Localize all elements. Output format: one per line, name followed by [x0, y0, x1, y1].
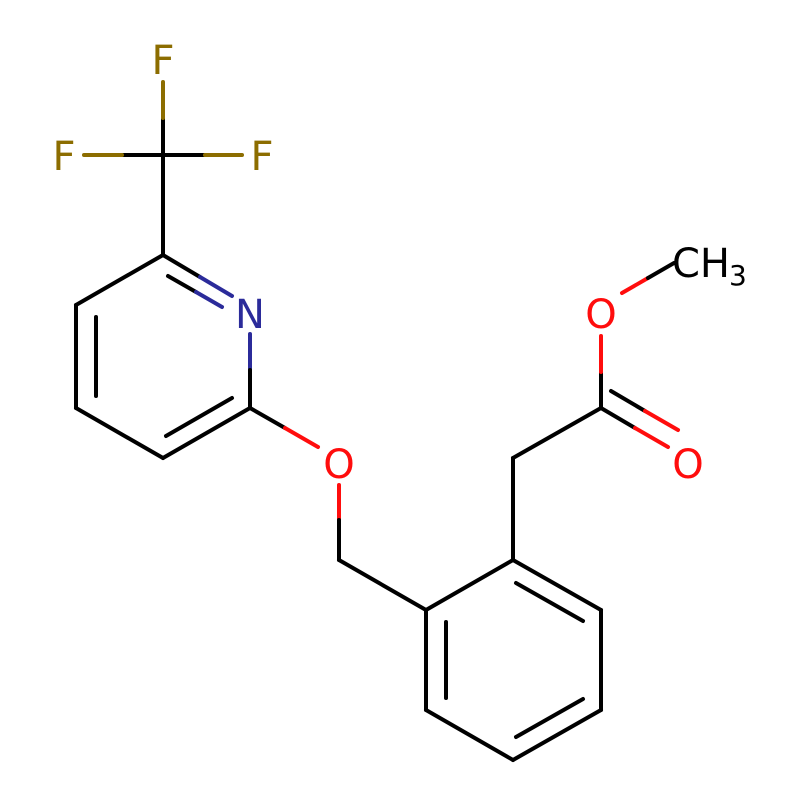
benzene-ring [424, 558, 603, 762]
atom-methyl-subscript: 3 [729, 259, 747, 292]
bond-c2-n-inner-b [194, 290, 224, 309]
atom-o-ester: O [585, 292, 616, 338]
ester-chain [511, 261, 680, 562]
bond-c2-n-b [198, 275, 234, 298]
bond-c-o-carbonyl-a [599, 406, 637, 430]
atom-f-top: F [151, 38, 174, 84]
atom-methyl-ch: CH [672, 241, 730, 287]
bond-c2-n-inner-a [166, 274, 198, 294]
pyridine-ring [74, 253, 252, 460]
atom-f-right: F [250, 134, 273, 180]
bond-b4-b5 [511, 708, 603, 762]
atom-o-ether: O [323, 442, 354, 488]
bond-ch2-benzene [337, 558, 428, 612]
bond-c-o-carbonyl-2a [609, 389, 647, 413]
bond-c3-c2 [74, 253, 165, 307]
bond-b4-b5-inner [514, 697, 585, 739]
bond-b1-b2 [424, 558, 515, 612]
bond-b5-b6 [424, 708, 515, 762]
bond-b2-b3-inner [514, 581, 585, 623]
bond-o-methyl-b [646, 261, 676, 280]
methyl-group: CH 3 [672, 241, 747, 292]
bond-c6-o-b [283, 426, 320, 449]
bond-c6-o-a [248, 406, 287, 430]
bond-c5-c4 [74, 406, 165, 460]
bond-c6-c5 [161, 406, 252, 460]
atom-f-left: F [52, 134, 75, 180]
bond-c-o-carbonyl-2b [643, 409, 680, 432]
bond-o-methyl-a [620, 276, 650, 295]
atom-n-pyridine: N [235, 292, 265, 338]
ether-linkage [248, 406, 428, 612]
atom-o-carbonyl: O [672, 442, 703, 488]
bond-c6-c5-inner [164, 396, 234, 438]
cf3-bonds [82, 80, 244, 257]
bond-c2-n-a [161, 253, 202, 279]
bond-b2-b3 [511, 558, 603, 612]
atom-labels: F F F N O O O [52, 38, 703, 488]
bond-c-o-carbonyl-b [633, 426, 670, 449]
bond-ch2-carbonyl-c [511, 406, 603, 460]
